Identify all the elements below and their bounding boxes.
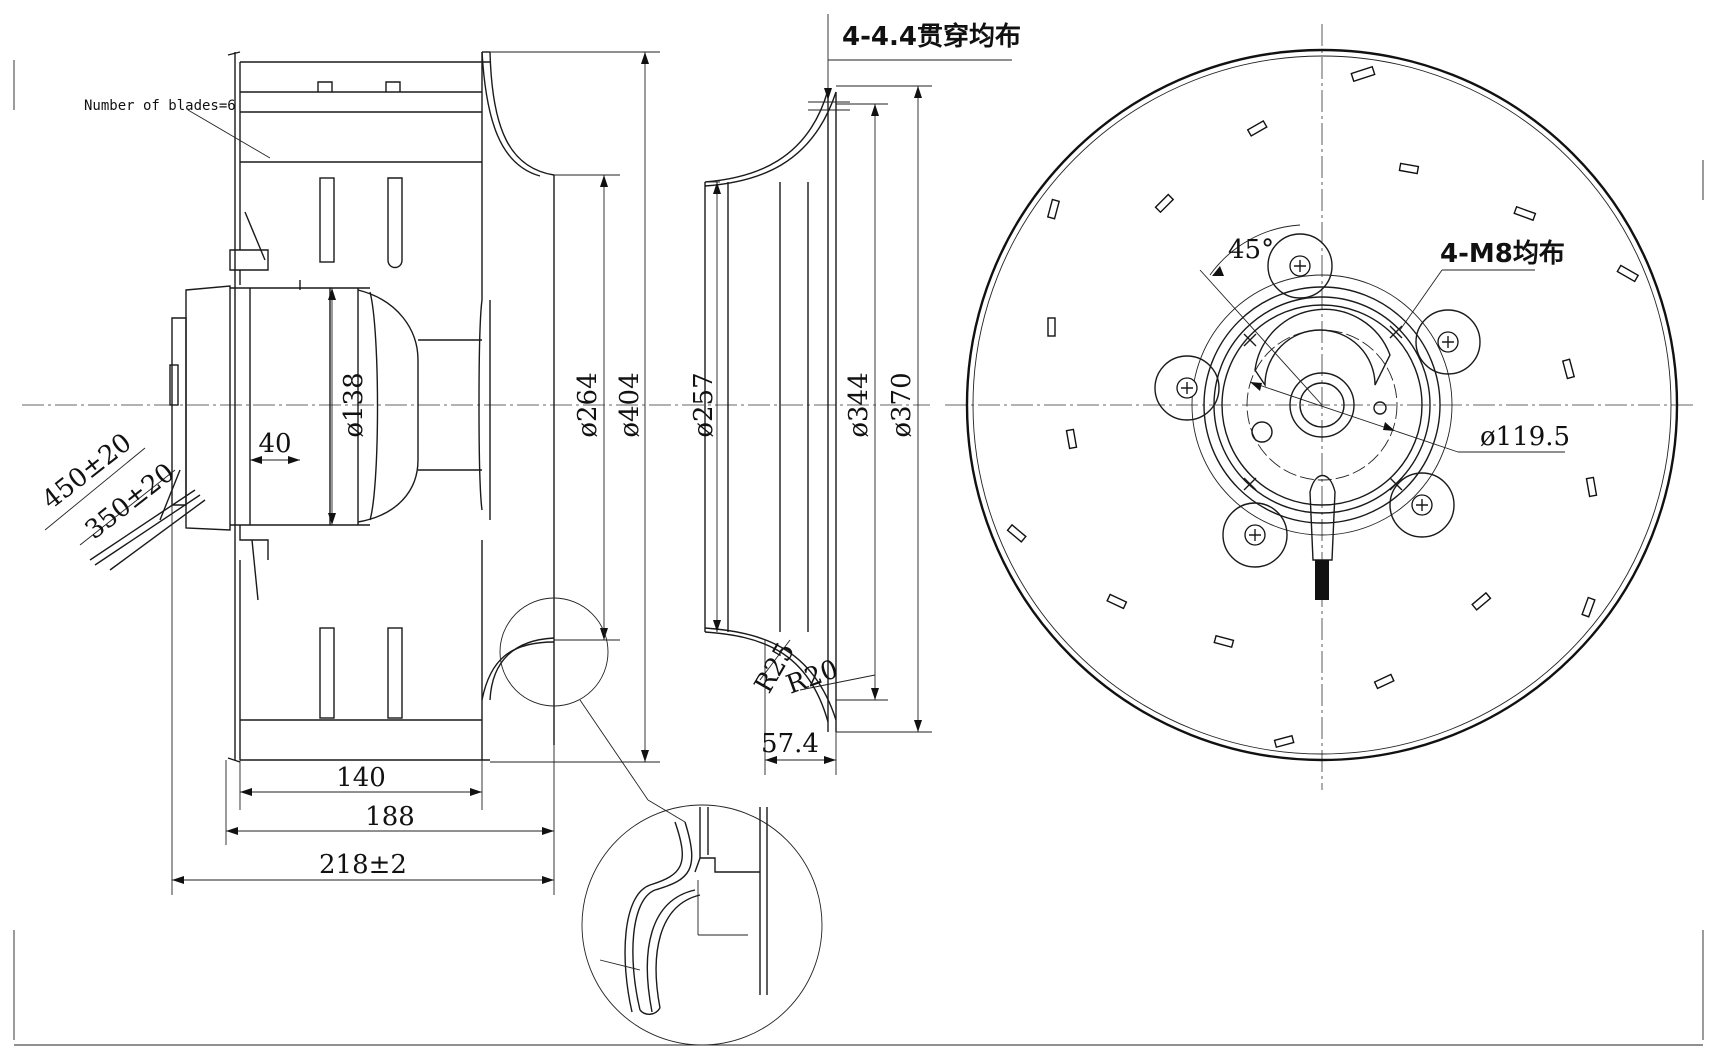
- dim-370: ø370: [887, 372, 917, 437]
- dim-width-188: 188: [365, 802, 415, 832]
- frame-marks: [13, 60, 1704, 1046]
- blade-slots: [1006, 65, 1640, 749]
- side-view: 40 ø138 ø264 ø404 140 188: [22, 51, 930, 895]
- bolt-note: 4-M8均布: [1440, 239, 1565, 269]
- detail-callout-circle: [499, 597, 609, 707]
- bolt-lugs: [1154, 233, 1481, 568]
- front-view: 45° 4-M8均布 ø119.5: [945, 24, 1695, 790]
- pcd-label: ø119.5: [1480, 422, 1570, 452]
- dim-impeller-outer: ø404: [615, 372, 645, 437]
- dim-motor-diameter: ø138: [339, 372, 369, 437]
- dim-344: ø344: [844, 372, 874, 437]
- blades-note: Number of blades=6: [84, 98, 236, 114]
- inlet-ring-view: 4-4.4贯穿均布 ø257 ø344 ø370 R25 R20 57.4: [689, 14, 1021, 775]
- holes-note: 4-4.4贯穿均布: [842, 21, 1021, 52]
- angle-label: 45°: [1228, 235, 1274, 265]
- impeller-outer-circle: [965, 48, 1679, 762]
- dim-depth: 57.4: [761, 729, 819, 759]
- detail-view: [581, 799, 823, 1046]
- dim-257: ø257: [689, 372, 719, 437]
- dim-impeller-inner: ø264: [573, 372, 603, 437]
- dim-width-140: 140: [336, 763, 386, 793]
- dim-hub-length: 40: [258, 429, 291, 459]
- dim-width-218: 218±2: [319, 850, 407, 880]
